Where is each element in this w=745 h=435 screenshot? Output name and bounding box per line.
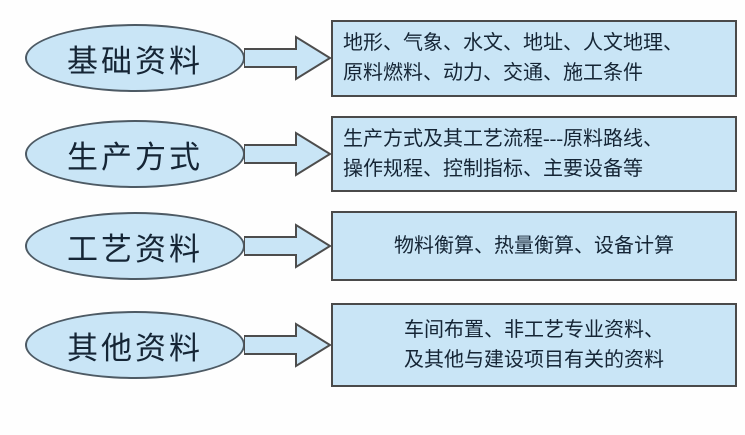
- description-line: 物料衡算、热量衡算、设备计算: [394, 235, 674, 257]
- stage-label: 其他资料: [67, 330, 203, 366]
- description-box-basic-data: 地形、气象、水文、地址、人文地理、 原料燃料、动力、交通、施工条件: [331, 19, 737, 97]
- stage-ellipse-process-data: 工艺资料: [25, 212, 245, 280]
- description-line: 及其他与建设项目有关的资料: [404, 349, 664, 371]
- flow-row-production-method: 生产方式 生产方式及其工艺流程---原料路线、 操作规程、控制指标、主要设备等: [0, 110, 745, 198]
- flow-row-process-data: 工艺资料 物料衡算、热量衡算、设备计算: [0, 202, 745, 290]
- description-line: 操作规程、控制指标、主要设备等: [343, 158, 643, 180]
- description-box-process-data: 物料衡算、热量衡算、设备计算: [331, 211, 737, 281]
- description-box-production-method: 生产方式及其工艺流程---原料路线、 操作规程、控制指标、主要设备等: [331, 116, 737, 192]
- description-line: 地形、气象、水文、地址、人文地理、: [343, 32, 683, 54]
- stage-label: 基础资料: [67, 43, 203, 79]
- arrow-right-icon: [244, 35, 332, 81]
- arrow-right-icon: [244, 322, 332, 368]
- stage-ellipse-other-data: 其他资料: [25, 311, 245, 379]
- description-box-other-data: 车间布置、非工艺专业资料、 及其他与建设项目有关的资料: [331, 303, 737, 387]
- flow-row-other-data: 其他资料 车间布置、非工艺专业资料、 及其他与建设项目有关的资料: [0, 299, 745, 391]
- stage-ellipse-production-method: 生产方式: [25, 120, 245, 188]
- stage-ellipse-basic-data: 基础资料: [25, 24, 245, 92]
- stage-label: 生产方式: [67, 139, 203, 175]
- description-line: 原料燃料、动力、交通、施工条件: [343, 62, 643, 84]
- stage-label: 工艺资料: [67, 231, 203, 267]
- arrow-right-icon: [244, 223, 332, 269]
- flow-row-basic-data: 基础资料 地形、气象、水文、地址、人文地理、 原料燃料、动力、交通、施工条件: [0, 14, 745, 102]
- description-line: 生产方式及其工艺流程---原料路线、: [343, 128, 663, 150]
- arrow-right-icon: [244, 131, 332, 177]
- description-line: 车间布置、非工艺专业资料、: [404, 319, 664, 341]
